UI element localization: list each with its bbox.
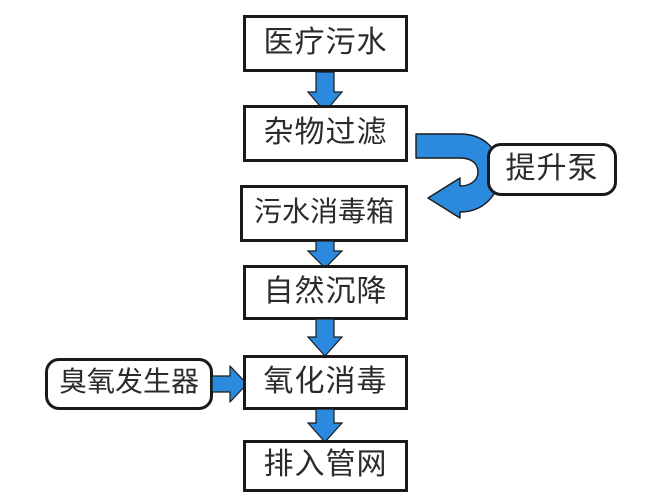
arrow-down-3 <box>306 318 344 357</box>
node-label: 臭氧发生器 <box>58 367 199 398</box>
node-label: 医疗污水 <box>263 25 388 59</box>
arrow-right-ozone <box>211 364 248 404</box>
node-discharge-to-pipe-network[interactable]: 排入管网 <box>243 440 408 492</box>
node-lift-pump[interactable]: 提升泵 <box>487 143 617 196</box>
node-natural-settling[interactable]: 自然沉降 <box>243 265 408 320</box>
node-label: 氧化消毒 <box>263 364 388 398</box>
node-oxidation-disinfection[interactable]: 氧化消毒 <box>243 355 408 410</box>
node-label: 自然沉降 <box>263 274 388 308</box>
node-label: 排入管网 <box>263 448 388 481</box>
node-wastewater-disinfection-tank[interactable]: 污水消毒箱 <box>240 185 408 242</box>
node-medical-wastewater[interactable]: 医疗污水 <box>243 15 408 72</box>
node-label: 污水消毒箱 <box>253 196 394 228</box>
arrow-down-1 <box>306 71 344 113</box>
node-ozone-generator[interactable]: 臭氧发生器 <box>45 358 213 410</box>
arrow-down-2 <box>306 240 344 269</box>
node-label: 提升泵 <box>505 151 599 185</box>
arrow-down-4 <box>306 408 344 443</box>
node-label: 杂物过滤 <box>263 115 388 149</box>
node-debris-filter[interactable]: 杂物过滤 <box>243 105 408 162</box>
